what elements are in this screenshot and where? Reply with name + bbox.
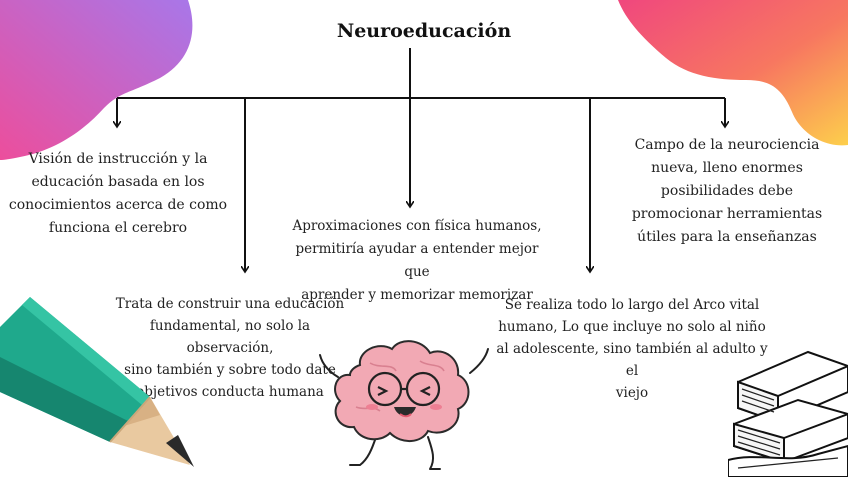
node-arco-vital: Se realiza todo lo largo del Arco vital … (492, 294, 772, 404)
node-line: nueva, lleno enormes (651, 160, 803, 176)
node-line: objetivos conducta humana (136, 384, 324, 400)
node-line: útiles para la enseñanzas (637, 229, 817, 245)
node-line: Aproximaciones con física humanos, (292, 218, 542, 234)
node-aproximaciones: Aproximaciones con física humanos, permi… (282, 215, 552, 307)
node-line: aprender y memorizar memorizar (301, 287, 533, 303)
node-campo: Campo de la neurociencia nueva, lleno en… (628, 134, 826, 249)
node-vision: Visión de instrucción y la educación bas… (0, 148, 236, 240)
pink-blob (0, 0, 193, 160)
pencil-icon (0, 297, 194, 467)
node-line: Visión de instrucción y la (28, 151, 208, 167)
node-line: sino también y sobre todo date (124, 362, 336, 378)
node-line: Se realiza todo lo largo del Arco vital (504, 297, 760, 313)
node-line: viejo (615, 385, 649, 401)
node-line: promocionar herramientas (631, 206, 823, 222)
books-icon (728, 350, 848, 477)
node-line: permitiría ayudar a entender mejor que (295, 241, 539, 280)
node-line: fundamental, no solo la observación, (149, 318, 311, 356)
node-line: posibilidades debe (660, 183, 794, 199)
node-line: educación basada en los (31, 174, 205, 190)
node-line: humano, Lo que incluye no solo al niño (498, 319, 766, 335)
orange-blob (618, 0, 848, 146)
node-line: Campo de la neurociencia (634, 137, 820, 153)
node-line: Trata de construir una educación (115, 296, 345, 312)
node-line: funciona el cerebro (48, 220, 188, 236)
diagram-title: Neuroeducación (336, 20, 512, 42)
brain-icon (319, 340, 489, 470)
node-line: conocimientos acerca de como (8, 197, 228, 213)
node-line: al adolescente, sino también al adulto y… (496, 341, 768, 379)
node-construir: Trata de construir una educación fundame… (105, 293, 355, 403)
